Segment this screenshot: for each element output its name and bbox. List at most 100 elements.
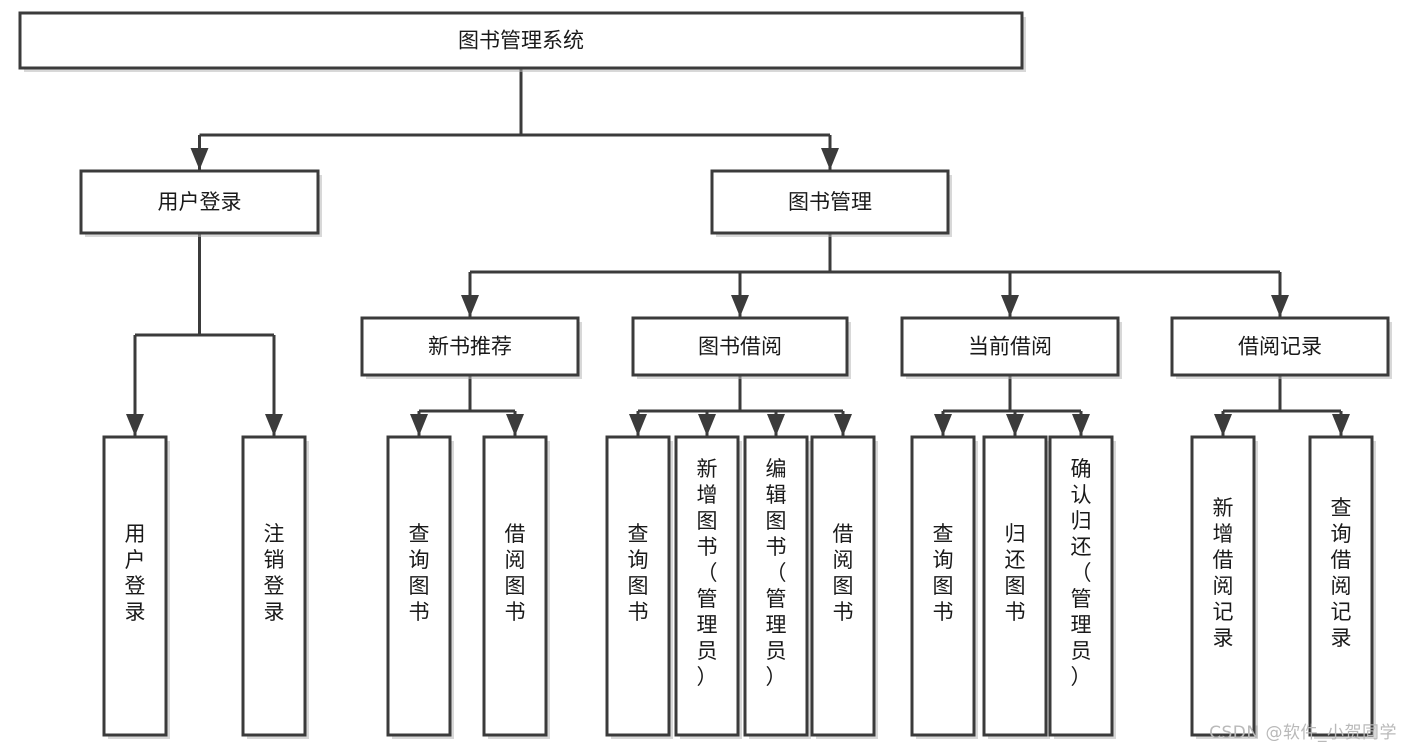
svg-text:新: 新 <box>1213 496 1234 520</box>
svg-text:图: 图 <box>628 574 649 598</box>
svg-text:图: 图 <box>505 574 526 598</box>
leaf-box-borrow_record-0[interactable] <box>1190 435 1256 737</box>
svg-text:录: 录 <box>264 600 285 624</box>
leaf-box-user_login-0[interactable] <box>102 435 168 737</box>
svg-text:借: 借 <box>1331 548 1352 572</box>
svg-text:）: ） <box>1071 665 1092 689</box>
svg-text:阅: 阅 <box>1213 574 1234 598</box>
node-box-book_manage[interactable] <box>710 169 950 235</box>
leaf-box-user_login-1[interactable] <box>241 435 307 737</box>
leaf-box-borrow_record-1[interactable] <box>1308 435 1374 737</box>
svg-text:借: 借 <box>1213 548 1234 572</box>
svg-text:录: 录 <box>125 600 146 624</box>
svg-text:编: 编 <box>766 457 787 481</box>
node-box-current_borrow[interactable] <box>900 316 1120 377</box>
svg-text:）: ） <box>766 665 787 689</box>
arrow-head-root-0 <box>190 148 209 170</box>
svg-text:阅: 阅 <box>505 548 526 572</box>
svg-text:图: 图 <box>409 574 430 598</box>
svg-text:理: 理 <box>766 613 787 637</box>
svg-text:增: 增 <box>1213 522 1234 546</box>
leaf-box-new_book_rec-0[interactable] <box>386 435 452 737</box>
arrow-head-leaf-current_borrow-2 <box>1072 414 1090 436</box>
svg-text:书: 书 <box>933 600 954 624</box>
node-box-borrow_record[interactable] <box>1170 316 1390 377</box>
svg-text:图: 图 <box>933 574 954 598</box>
svg-text:图: 图 <box>1005 574 1026 598</box>
arrow-head-book-manage-2 <box>1001 295 1019 317</box>
svg-text:员: 员 <box>697 639 718 663</box>
svg-text:户: 户 <box>125 548 146 572</box>
arrow-head-book-manage-1 <box>731 295 749 317</box>
node-box-layer <box>18 11 1392 739</box>
leaf-box-current_borrow-1[interactable] <box>982 435 1048 737</box>
leaf-box-book_borrow-2[interactable] <box>743 435 809 737</box>
leaf-box-book_borrow-3[interactable] <box>810 435 876 737</box>
arrow-head-leaf-book_borrow-1 <box>698 414 716 436</box>
csdn-watermark: CSDN @软件_小贺同学 <box>1209 723 1397 743</box>
svg-text:图: 图 <box>766 509 787 533</box>
svg-text:录: 录 <box>1331 626 1352 650</box>
arrow-head-leaf-book_borrow-3 <box>834 414 852 436</box>
svg-text:（: （ <box>697 561 718 585</box>
node-label-root: 图书管理系统 <box>458 29 584 53</box>
node-box-user_login[interactable] <box>79 169 320 235</box>
node-label-current_borrow: 当前借阅 <box>968 335 1052 359</box>
svg-text:图: 图 <box>697 509 718 533</box>
arrow-head-leaf-user_login-1 <box>265 414 283 436</box>
svg-text:认: 认 <box>1071 483 1092 507</box>
leaf-box-current_borrow-2[interactable] <box>1048 435 1114 737</box>
svg-text:书: 书 <box>628 600 649 624</box>
svg-text:）: ） <box>697 665 718 689</box>
svg-text:还: 还 <box>1071 535 1092 559</box>
svg-text:书: 书 <box>697 535 718 559</box>
svg-text:书: 书 <box>766 535 787 559</box>
svg-text:用: 用 <box>125 522 146 546</box>
leaf-box-new_book_rec-1[interactable] <box>482 435 548 737</box>
svg-text:理: 理 <box>697 613 718 637</box>
svg-text:查: 查 <box>1331 496 1352 520</box>
svg-text:销: 销 <box>264 548 285 572</box>
node-box-root[interactable] <box>18 11 1024 70</box>
svg-text:书: 书 <box>505 600 526 624</box>
node-box-book_borrow[interactable] <box>631 316 849 377</box>
svg-text:理: 理 <box>1071 613 1092 637</box>
svg-text:确: 确 <box>1071 457 1092 481</box>
leaf-box-book_borrow-0[interactable] <box>605 435 671 737</box>
svg-text:询: 询 <box>933 548 954 572</box>
svg-text:书: 书 <box>833 600 854 624</box>
leaf-label-user_login-0: 用户登录 <box>125 522 146 624</box>
arrow-head-leaf-borrow_record-1 <box>1332 414 1350 436</box>
svg-text:询: 询 <box>628 548 649 572</box>
node-label-borrow_record: 借阅记录 <box>1238 335 1322 359</box>
svg-text:询: 询 <box>409 548 430 572</box>
leaf-box-current_borrow-0[interactable] <box>910 435 976 737</box>
node-box-new_book_rec[interactable] <box>360 316 580 377</box>
svg-text:阅: 阅 <box>1331 574 1352 598</box>
leaf-box-book_borrow-1[interactable] <box>674 435 740 737</box>
arrow-head-leaf-current_borrow-0 <box>934 414 952 436</box>
connector-layer <box>126 68 1350 436</box>
svg-text:新: 新 <box>697 457 718 481</box>
svg-text:图: 图 <box>833 574 854 598</box>
svg-text:归: 归 <box>1071 509 1092 533</box>
svg-text:管: 管 <box>697 587 718 611</box>
arrow-head-book-manage-3 <box>1271 295 1289 317</box>
node-label-new_book_rec: 新书推荐 <box>428 335 512 359</box>
arrow-head-book-manage-0 <box>461 295 479 317</box>
svg-text:注: 注 <box>264 522 285 546</box>
svg-text:还: 还 <box>1005 548 1026 572</box>
svg-text:增: 增 <box>697 483 718 507</box>
arrow-head-leaf-borrow_record-0 <box>1214 414 1232 436</box>
svg-text:管: 管 <box>766 587 787 611</box>
svg-text:查: 查 <box>933 522 954 546</box>
